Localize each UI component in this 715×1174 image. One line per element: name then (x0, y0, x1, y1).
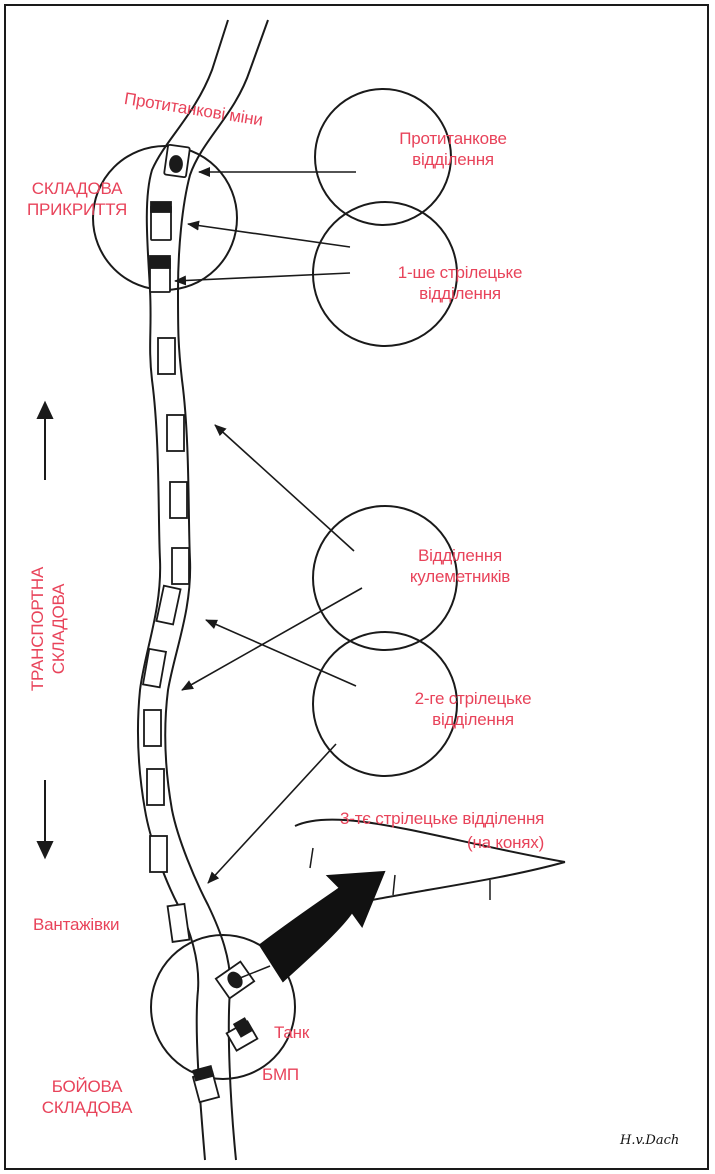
rifle-section-2-line-2: відділення (432, 710, 514, 729)
truck (149, 835, 168, 873)
arrow-machinegun-down (181, 587, 363, 691)
truck (141, 647, 168, 689)
machinegun-section-line-1: Відділення (417, 546, 503, 565)
truck (169, 481, 188, 519)
rifle-section-2-line-1: 2-ге стрілецьке (414, 689, 532, 708)
combat-component-label: БОЙОВА СКЛАДОВА (32, 1076, 142, 1118)
road (136, 19, 269, 1161)
cover-component-label: СКЛАДОВА ПРИКРИТТЯ (22, 178, 132, 220)
rifle-section-1-line-1: 1-ше стрілецьке (397, 263, 523, 282)
rifle-section-3-sublabel: (на конях) (467, 833, 545, 852)
transport-component-label: ТРАНСПОРТНА СКЛАДОВА (27, 559, 69, 699)
arrow-rifle2-down (207, 743, 337, 884)
cover-component-line-2: ПРИКРИТТЯ (26, 200, 128, 219)
arrow-rifle1-to-cover-a (187, 220, 351, 248)
trucks (141, 337, 191, 943)
machinegun-section-label: Відділення кулеметників (395, 545, 525, 587)
rifle-section-2-circle (312, 631, 458, 777)
transport-component-line-1: ТРАНСПОРТНА (28, 566, 47, 692)
rifle-section-1-line-2: відділення (419, 284, 501, 303)
ifv-label: БМП (262, 1065, 299, 1084)
arrows (174, 167, 363, 884)
rifle-section-2-label: 2-ге стрілецьке відділення (393, 688, 553, 730)
arrow-rifle1-to-cover-b (174, 272, 351, 286)
truck (143, 709, 162, 747)
truck (146, 768, 165, 806)
truck (157, 337, 176, 375)
arrow-machinegun-up (214, 424, 355, 552)
author-signature: H.v.Dach (620, 1133, 680, 1148)
truck (166, 902, 191, 943)
antitank-section-circle (314, 88, 452, 226)
diagram-frame (4, 4, 709, 1170)
transport-component-line-2: СКЛАДОВА (49, 583, 68, 675)
antitank-section-line-2: відділення (412, 150, 494, 169)
arrow-rifle2-up (205, 619, 357, 687)
trucks-label: Вантажівки (33, 915, 120, 934)
cavalry-thrust-arrow (258, 870, 386, 983)
combat-component-line-2: СКЛАДОВА (41, 1098, 133, 1117)
rifle-section-1-label: 1-ше стрілецьке відділення (380, 262, 540, 304)
rifle-section-3-arc (294, 818, 566, 863)
truck (166, 414, 185, 452)
truck (155, 584, 182, 626)
antitank-section-label: Протитанкове відділення (383, 128, 523, 170)
combat-vehicles (191, 960, 259, 1104)
machinegun-section-line-2: кулеметників (409, 567, 511, 586)
cover-vehicles (149, 143, 191, 293)
tank-label: Танк (274, 1023, 310, 1042)
road-edge-left (136, 19, 229, 1161)
combat-component-line-1: БОЙОВА (51, 1077, 123, 1096)
machinegun-section-circle (312, 505, 458, 651)
road-edge-right (164, 19, 269, 1161)
combat-component-circle (150, 934, 296, 1080)
rifle-section-3-label: 3-тє стрілецьке відділення (340, 809, 545, 828)
cover-component-line-1: СКЛАДОВА (31, 179, 123, 198)
truck (171, 547, 190, 585)
unit-circles (92, 88, 566, 1080)
transport-vertical-arrow (36, 400, 54, 860)
rifle-section-3-lower-arc (356, 861, 566, 904)
antitank-section-line-1: Протитанкове (399, 129, 507, 148)
